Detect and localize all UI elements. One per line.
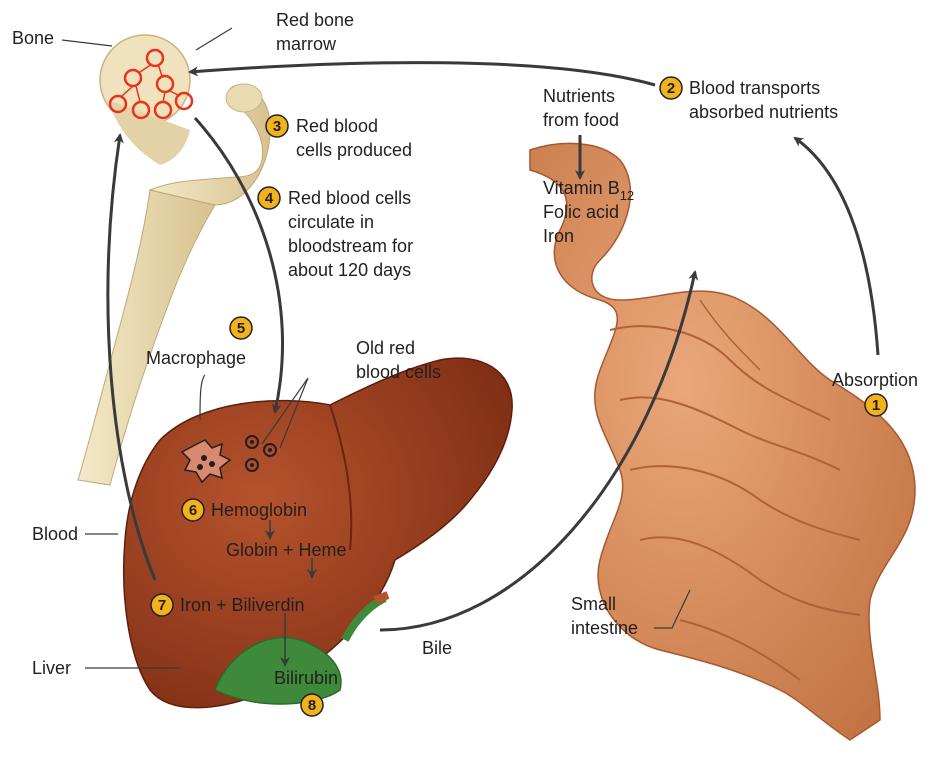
label-old-rbc-1: Old red	[356, 338, 415, 358]
liver	[124, 358, 512, 708]
svg-text:5: 5	[237, 320, 245, 337]
label-iron: Iron	[543, 226, 574, 246]
step-badge-8: 8	[301, 694, 323, 716]
svg-text:7: 7	[158, 597, 166, 614]
label-red-bone-marrow-2: marrow	[276, 34, 337, 54]
step-badge-4: 4	[258, 187, 280, 209]
label-hemoglobin: Hemoglobin	[211, 500, 307, 520]
label-liver: Liver	[32, 658, 71, 678]
svg-text:4: 4	[265, 190, 274, 207]
label-rbc-circulate-1: Red blood cells	[288, 188, 411, 208]
svg-text:2: 2	[667, 80, 675, 97]
label-red-bone-marrow-1: Red bone	[276, 10, 354, 30]
label-small-intestine-2: intestine	[571, 618, 638, 638]
arrow-absorption-up	[795, 138, 878, 355]
label-globin-heme: Globin + Heme	[226, 540, 347, 560]
label-blood-transports-2: absorbed nutrients	[689, 102, 838, 122]
label-rbc-produced-2: cells produced	[296, 140, 412, 160]
label-rbc-circulate-2: circulate in	[288, 212, 374, 232]
step-badge-6: 6	[182, 499, 204, 521]
step-badge-1: 1	[865, 394, 887, 416]
label-bile: Bile	[422, 638, 452, 658]
label-blood: Blood	[32, 524, 78, 544]
label-old-rbc-2: blood cells	[356, 362, 441, 382]
label-bilirubin: Bilirubin	[274, 668, 338, 688]
label-rbc-circulate-3: bloodstream for	[288, 236, 413, 256]
svg-text:6: 6	[189, 502, 197, 519]
step-badge-2: 2	[660, 77, 682, 99]
label-rbc-produced-1: Red blood	[296, 116, 378, 136]
label-iron-biliverdin: Iron + Biliverdin	[180, 595, 305, 615]
svg-text:3: 3	[273, 118, 281, 135]
svg-text:1: 1	[872, 397, 880, 414]
arrow-to-bone-marrow	[190, 63, 655, 85]
step-badge-7: 7	[151, 594, 173, 616]
label-absorption: Absorption	[832, 370, 918, 390]
label-nutrients-2: from food	[543, 110, 619, 130]
label-bone: Bone	[12, 28, 54, 48]
label-macrophage: Macrophage	[146, 348, 246, 368]
svg-text:8: 8	[308, 697, 316, 714]
label-folic-acid: Folic acid	[543, 202, 619, 222]
label-rbc-circulate-4: about 120 days	[288, 260, 411, 280]
step-badge-5: 5	[230, 317, 252, 339]
label-small-intestine-1: Small	[571, 594, 616, 614]
label-blood-transports-1: Blood transports	[689, 78, 820, 98]
label-nutrients-1: Nutrients	[543, 86, 615, 106]
step-badge-3: 3	[266, 115, 288, 137]
